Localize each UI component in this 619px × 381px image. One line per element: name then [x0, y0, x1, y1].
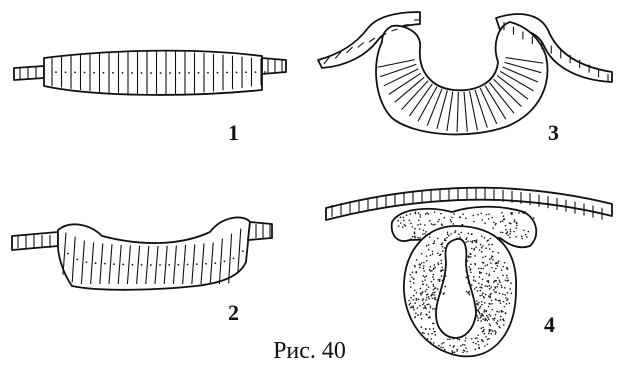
stage-1-number: 1	[228, 120, 239, 146]
stage-1-drawing	[14, 51, 286, 95]
stage-3-drawing	[318, 12, 612, 134]
figure-caption: Рис. 40	[0, 338, 619, 365]
stage-4-number: 4	[544, 312, 555, 338]
stage-3-number: 3	[548, 120, 559, 146]
stage-2-number: 2	[228, 300, 239, 326]
stage-4-drawing	[326, 188, 612, 357]
stage-2-drawing	[12, 217, 272, 289]
